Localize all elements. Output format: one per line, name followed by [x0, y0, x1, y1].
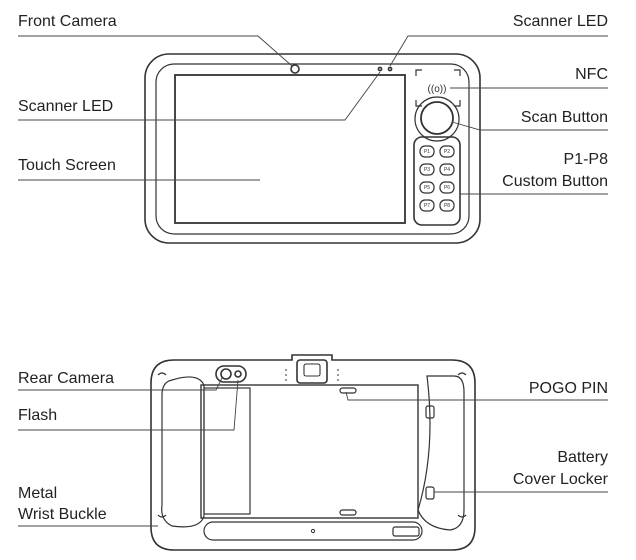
custom-button-panel — [413, 136, 461, 226]
scan-button-ring — [414, 96, 460, 142]
flash-lens — [234, 370, 242, 378]
label-custom-button-line2: Custom Button — [502, 173, 608, 190]
rear-view — [150, 354, 476, 551]
custom-button-p7: P7 — [424, 203, 430, 209]
label-scanner-led-top: Scanner LED — [512, 13, 608, 30]
custom-button-p5: P5 — [424, 185, 430, 191]
touch-screen — [174, 74, 406, 224]
label-touch-screen: Touch Screen — [18, 157, 116, 174]
camera-recess — [203, 387, 251, 515]
label-pogo-pin: POGO PIN — [528, 380, 608, 397]
rear-outer-frame — [150, 354, 476, 551]
scanner-led-dot-2 — [387, 66, 393, 72]
bottom-hole — [310, 528, 316, 534]
battery-locker-lower — [425, 486, 435, 500]
front-inner-frame — [155, 63, 470, 235]
label-rear-camera: Rear Camera — [18, 370, 115, 387]
custom-button-p2: P2 — [444, 149, 450, 155]
speaker-dots — [285, 369, 339, 381]
front-camera-lens — [290, 64, 300, 74]
custom-button-p3: P3 — [424, 167, 430, 173]
nfc-corner-marks — [415, 69, 461, 107]
label-scanner-led-left: Scanner LED — [18, 98, 114, 115]
leader-scanner-led-top — [389, 35, 608, 67]
wrist-buckle-marks — [157, 372, 467, 518]
label-front-camera: Front Camera — [18, 13, 117, 30]
bottom-bar — [203, 521, 423, 541]
scanner-led-dot-1 — [377, 66, 383, 72]
label-nfc: NFC — [575, 66, 608, 83]
rear-camera-lens — [220, 368, 232, 380]
front-outer-frame — [144, 53, 481, 244]
label-scan-button: Scan Button — [520, 109, 608, 126]
label-custom-button-line1: P1-P8 — [563, 151, 608, 168]
leader-flash — [18, 379, 239, 431]
pogo-pin-slot — [339, 387, 357, 394]
bottom-slot — [339, 509, 357, 516]
camera-module — [215, 365, 247, 383]
leader-front-camera — [18, 35, 293, 67]
pogo-pin-cover — [296, 359, 328, 384]
custom-button-p4: P4 — [444, 167, 450, 173]
custom-button-grid — [419, 145, 455, 212]
rear-inner-contour — [161, 375, 465, 531]
custom-button-p6: P6 — [444, 185, 450, 191]
label-battery-locker-line1: Battery — [557, 449, 608, 466]
scan-button — [420, 101, 454, 135]
label-flash: Flash — [18, 407, 58, 424]
label-wrist-buckle-line1: Metal — [18, 485, 58, 502]
pogo-pin-contacts — [303, 363, 321, 377]
custom-button-labels: P1 P2 P3 P4 P5 P6 P7 P8 — [424, 149, 450, 209]
custom-button-p1: P1 — [424, 149, 430, 155]
nfc-icon: ((o)) — [428, 84, 447, 95]
leader-scanner-led-left — [18, 71, 381, 121]
label-battery-locker-line2: Cover Locker — [512, 471, 608, 488]
leader-scan-button — [451, 121, 608, 131]
front-view — [144, 53, 481, 244]
custom-button-p8: P8 — [444, 203, 450, 209]
label-wrist-buckle-line2: Wrist Buckle — [18, 506, 107, 523]
leader-pogo-pin — [345, 391, 608, 401]
leader-rear-camera — [18, 377, 223, 391]
battery-cover — [200, 384, 419, 519]
battery-locker-upper — [425, 405, 435, 419]
leader-lines — [18, 35, 608, 527]
bottom-port — [392, 526, 420, 537]
